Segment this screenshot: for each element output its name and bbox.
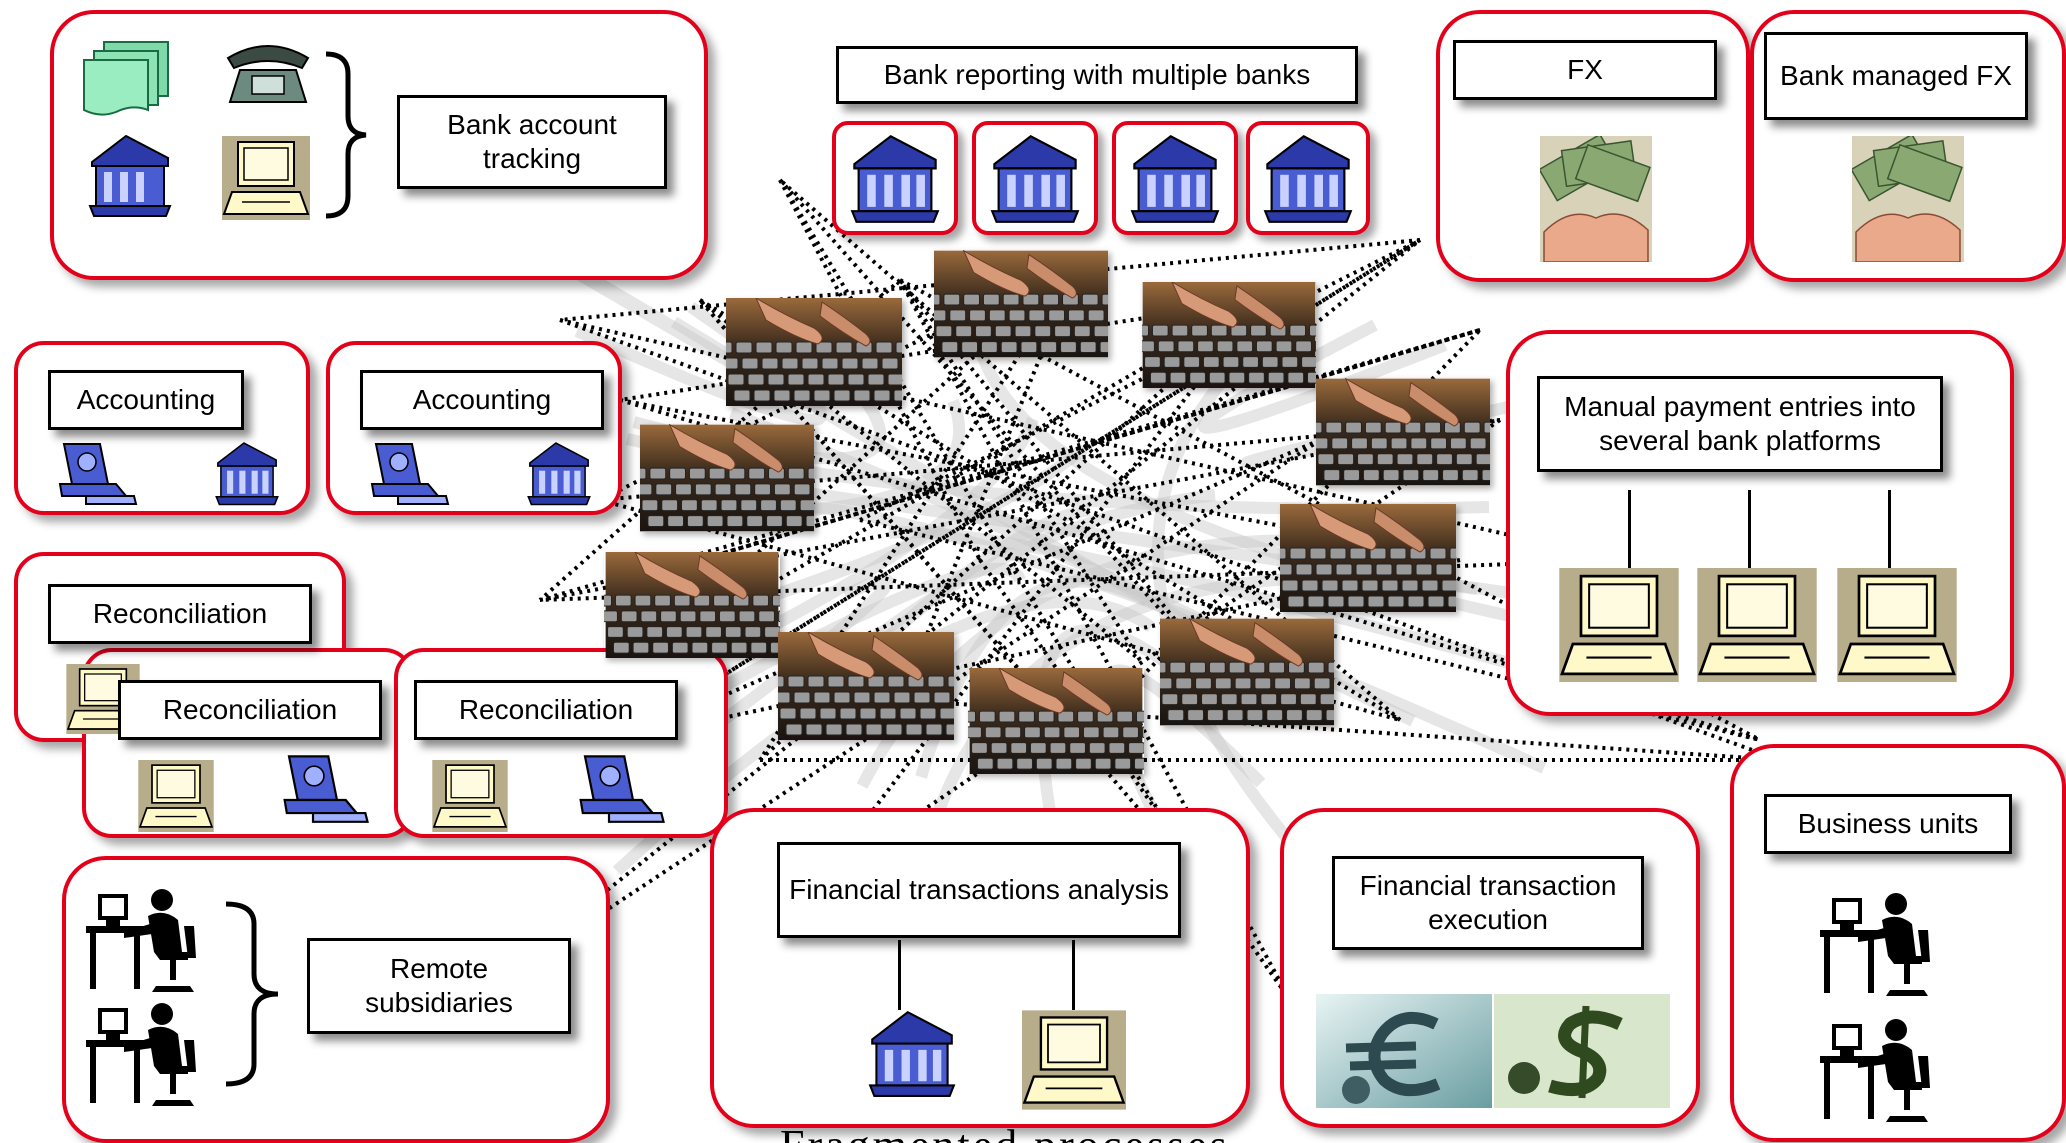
- dotted-connector: [899, 698, 1781, 762]
- brace-icon: [325, 51, 367, 219]
- computer-terminal-icon: [1022, 1010, 1126, 1110]
- dotted-connector: [468, 238, 1422, 1002]
- keyboard-typing-photo: [726, 298, 902, 406]
- bank-icon: [527, 442, 591, 506]
- reconciliation-label-2: Reconciliation: [118, 680, 382, 740]
- bank-icon: [88, 134, 172, 217]
- bank-icon: [850, 135, 940, 223]
- bank-icon: [1130, 135, 1220, 223]
- connector-line: [898, 940, 901, 1010]
- dotted-connector: [898, 278, 1142, 662]
- computer-terminal-icon: [1837, 568, 1957, 682]
- dotted-connector: [539, 328, 1481, 602]
- computer-terminal-icon: [579, 755, 665, 823]
- dotted-connector: [619, 398, 1761, 742]
- dotted-connector: [859, 518, 1761, 742]
- bank-icon: [215, 442, 279, 506]
- keyboard-typing-photo: [778, 632, 954, 740]
- dotted-connector: [468, 438, 1322, 1002]
- dotted-connector: [859, 238, 1421, 522]
- financial-transaction-execution-label: Financial transaction execution: [1332, 856, 1644, 950]
- bank-managed-fx-label: Bank managed FX: [1764, 32, 2028, 120]
- telephone-icon: [226, 45, 310, 103]
- bank-account-tracking-label: Bank account tracking: [397, 95, 667, 189]
- cash-money-icon: [1852, 136, 1964, 262]
- keyboard-typing-photo: [1316, 378, 1490, 486]
- keyboard-typing-photo: [1160, 618, 1334, 726]
- office-worker-icon: [86, 1003, 196, 1106]
- bank-icon: [1263, 135, 1353, 223]
- office-worker-icon: [1820, 1019, 1930, 1122]
- keyboard-typing-photo: [934, 250, 1108, 358]
- dotted-connector: [619, 438, 1321, 742]
- paper-stack-icon: [83, 41, 169, 116]
- office-worker-icon: [1820, 893, 1930, 996]
- brace-icon: [225, 901, 279, 1087]
- computer-terminal-icon: [222, 136, 310, 220]
- computer-terminal-icon: [1697, 568, 1817, 682]
- remote-subsidiaries-label: Remote subsidiaries: [307, 938, 571, 1034]
- computer-terminal-icon: [58, 443, 138, 505]
- computer-terminal-icon: [283, 755, 369, 823]
- bank-icon: [868, 1010, 956, 1097]
- computer-terminal-icon: [1559, 568, 1679, 682]
- manual-payment-label: Manual payment entries into several bank…: [1537, 376, 1943, 472]
- dollar-sign-icon: [1494, 994, 1670, 1108]
- reconciliation-label-3: Reconciliation: [414, 680, 678, 740]
- business-units-label: Business units: [1764, 794, 2012, 854]
- computer-terminal-icon: [432, 760, 508, 832]
- caption-text: Fragmented processes: [780, 1124, 1230, 1143]
- accounting-label-2: Accounting: [360, 370, 604, 430]
- computer-terminal-icon: [138, 760, 214, 832]
- connector-line: [1748, 490, 1751, 572]
- dotted-connector: [818, 298, 1262, 882]
- keyboard-typing-photo: [968, 668, 1144, 774]
- accounting-label-1: Accounting: [48, 370, 244, 430]
- keyboard-typing-photo: [604, 552, 780, 658]
- financial-transactions-analysis-label: Financial transactions analysis: [777, 842, 1181, 938]
- office-worker-icon: [86, 889, 196, 992]
- keyboard-typing-photo: [1142, 282, 1316, 388]
- fx-label: FX: [1453, 40, 1717, 100]
- reconciliation-label-1: Reconciliation: [48, 584, 312, 644]
- euro-sign-icon: [1316, 994, 1492, 1108]
- keyboard-typing-photo: [640, 424, 814, 532]
- computer-terminal-icon: [370, 443, 450, 505]
- dotted-connector: [778, 178, 1242, 702]
- cash-money-icon: [1540, 136, 1652, 262]
- connector-line: [1628, 490, 1631, 572]
- bank-reporting-label: Bank reporting with multiple banks: [836, 46, 1358, 104]
- connector-line: [1072, 940, 1075, 1010]
- connector-line: [1888, 490, 1891, 572]
- keyboard-typing-photo: [1280, 504, 1456, 612]
- bank-icon: [990, 135, 1080, 223]
- dotted-connector: [599, 498, 1401, 722]
- dotted-connector: [698, 298, 1142, 662]
- dotted-connector: [638, 258, 1082, 662]
